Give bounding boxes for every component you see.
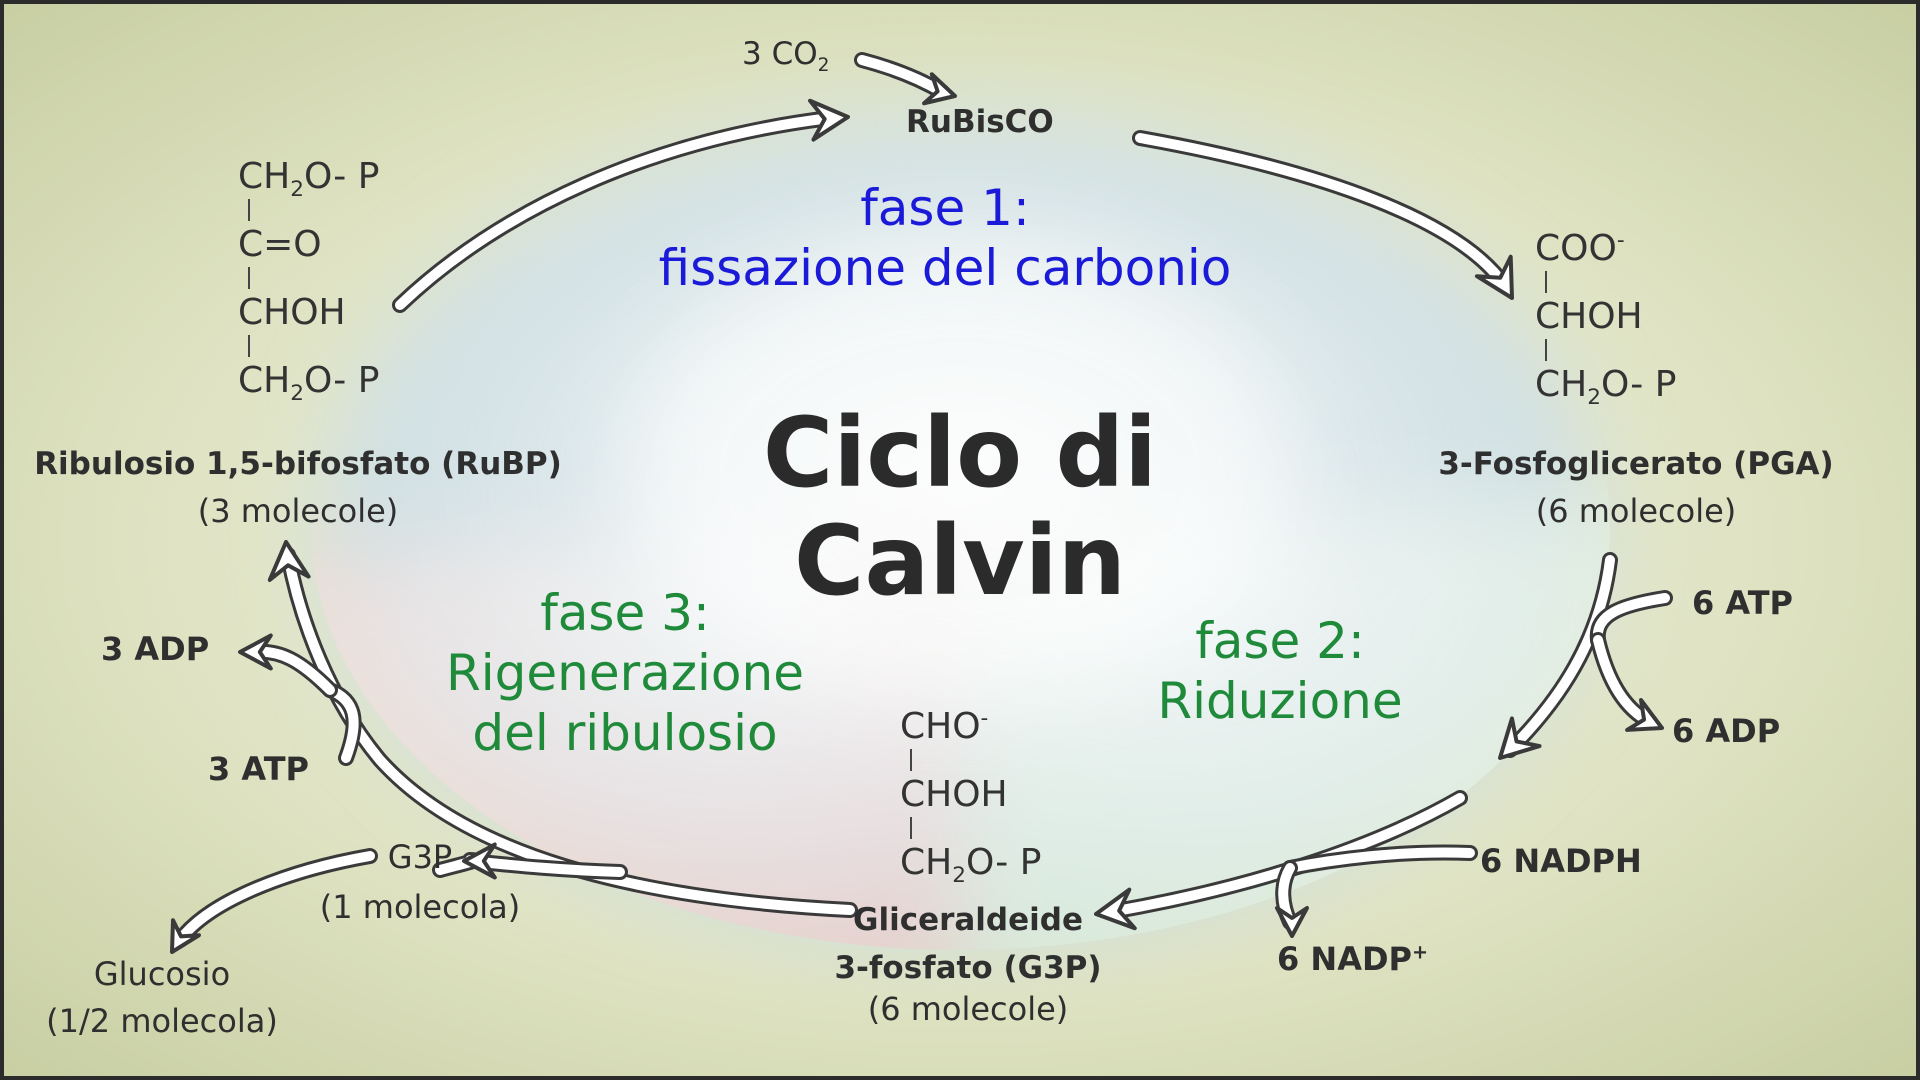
formula-bond	[248, 199, 250, 221]
rubp-name: Ribulosio 1,5-bifosfato (RuBP)	[34, 446, 562, 482]
title-line-2: Calvin	[794, 504, 1126, 617]
arrow-nadph-in	[1282, 844, 1478, 876]
cycle-arrows	[170, 52, 1673, 954]
glucose-output: Glucosio	[93, 955, 231, 993]
phase-1-desc: fissazione del carbonio	[658, 239, 1232, 297]
phase-3-desc-1: Rigenerazione	[446, 644, 804, 702]
formula-row: C=O	[238, 224, 322, 265]
adp-3-label: 3 ADP	[101, 630, 210, 668]
formula-row: CH2O- P	[238, 360, 380, 407]
pga-count: (6 molecole)	[1535, 492, 1737, 530]
arrow-co2-in	[854, 52, 957, 106]
atp-3-label: 3 ATP	[208, 750, 309, 788]
co2-coef: 3 CO	[742, 36, 818, 72]
diagram-title: Ciclo di Calvin	[762, 397, 1158, 617]
g3p-name-2: 3-fosfato (G3P)	[834, 950, 1102, 987]
co2-input: 3 CO2	[742, 36, 829, 78]
nadp-6-label: 6 NADP+	[1277, 940, 1428, 978]
g3p-name-1: Gliceraldeide	[853, 902, 1083, 938]
phase-2-label: fase 2: Riduzione	[1157, 611, 1402, 731]
formula-bond	[1545, 271, 1547, 293]
formula-bond	[248, 335, 250, 357]
arrow-rubisco-to-pga	[1132, 130, 1514, 300]
arrow-g3p-to-glucose	[170, 848, 378, 954]
arrow-g3p-export	[462, 842, 628, 880]
arrow-adp3-out	[238, 633, 338, 698]
atp-6-label: 6 ATP	[1692, 584, 1793, 622]
nadph-6-label: 6 NADPH	[1480, 842, 1642, 880]
phase-3-desc-2: del ribulosio	[472, 704, 778, 762]
formula-bond	[910, 749, 912, 771]
formula-row: CHOH	[1535, 296, 1643, 337]
formula-row: CH2O- P	[238, 156, 380, 203]
adp-6-label: 6 ADP	[1672, 712, 1781, 750]
arrow-rubp-to-rubisco	[392, 98, 850, 313]
formula-bond	[248, 267, 250, 289]
formula-row: CH2O- P	[900, 842, 1042, 889]
enzyme-rubisco: RuBisCO	[906, 104, 1054, 140]
g3p-name: Gliceraldeide 3-fosfato (G3P)	[834, 896, 1101, 992]
co2-sub: 2	[817, 55, 830, 77]
pga-name: 3-Fosfoglicerato (PGA)	[1438, 446, 1834, 482]
formula-row: COO-	[1535, 228, 1625, 269]
arrow-adp-out	[1590, 632, 1664, 732]
phase-1-name: fase 1:	[860, 179, 1030, 237]
title-line-1: Ciclo di	[762, 397, 1158, 509]
phase-3-name: fase 3:	[540, 584, 710, 642]
arrow-pga-to-g3p	[1498, 552, 1618, 760]
formula-row: CHOH	[238, 292, 346, 333]
phase-3-label: fase 3: Rigenerazione del ribulosio	[446, 583, 804, 763]
rubp-count: (3 molecole)	[197, 492, 399, 530]
g3p-output-count: (1 molecola)	[319, 888, 521, 926]
formula-row: CH2O- P	[1535, 364, 1677, 411]
formula-row: CHOH	[900, 774, 1008, 815]
nadp-6-text: 6 NADP	[1277, 940, 1412, 978]
phase-2-desc: Riduzione	[1157, 672, 1403, 730]
phase-2-name: fase 2:	[1195, 612, 1365, 670]
arrow-g3p-to-rubp	[267, 540, 858, 918]
g3p-count: (6 molecole)	[867, 990, 1069, 1028]
arrow-nadp-out	[1275, 860, 1309, 938]
nadp-6-sup: +	[1411, 940, 1429, 964]
formula-bond	[910, 817, 912, 839]
formula-row: CHO-	[900, 706, 989, 747]
glucose-output-count: (1/2 molecola)	[46, 1002, 278, 1040]
g3p-output: G3P	[387, 838, 453, 876]
formula-bond	[1545, 339, 1547, 361]
phase-1-label: fase 1: fissazione del carbonio	[659, 178, 1232, 298]
